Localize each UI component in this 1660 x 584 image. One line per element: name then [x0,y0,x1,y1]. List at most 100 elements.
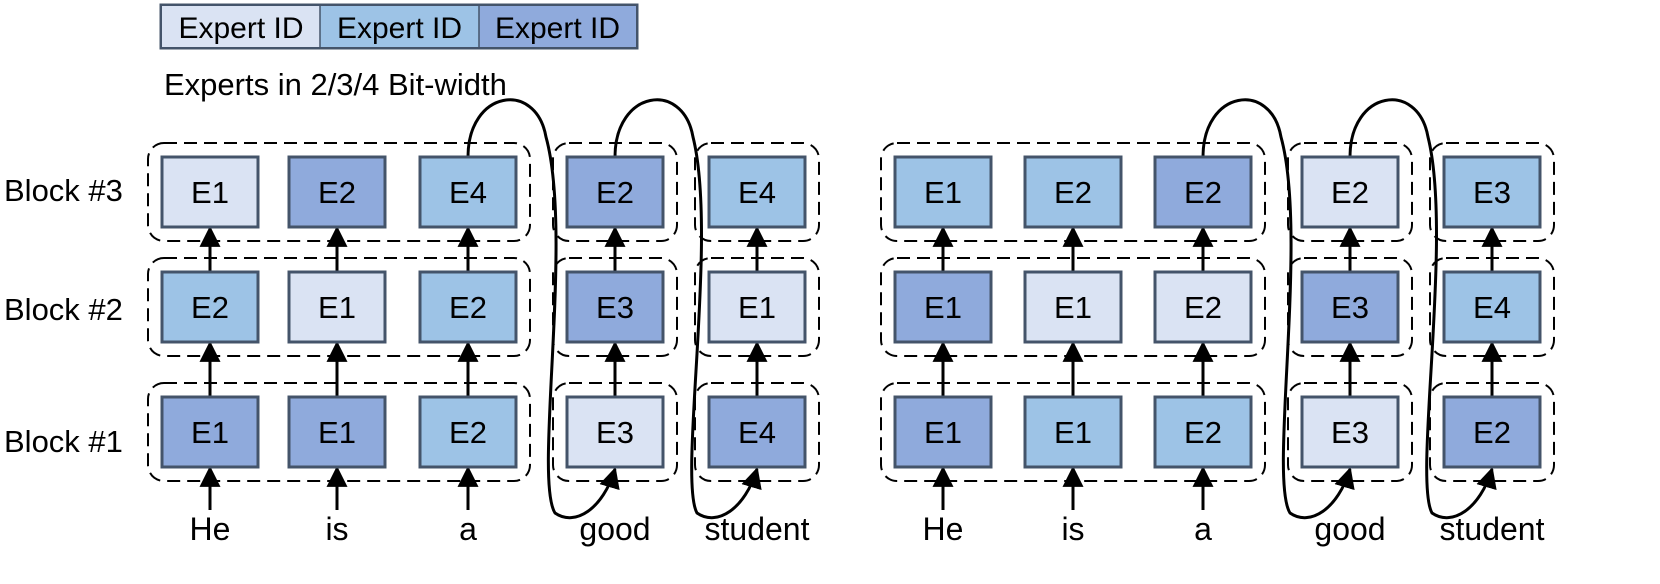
expert-box-bg-2bit [287,270,387,344]
expert-id-label: E2 [1054,175,1092,210]
expert-box-bg-3bit [1023,395,1123,469]
token-word: good [1314,511,1385,547]
token-word: a [1194,511,1212,547]
expert-id-label: E2 [191,290,229,325]
expert-box: E1 [893,270,993,344]
feedback-curve [1348,98,1497,520]
expert-id-label: E3 [596,415,634,450]
legend-frame [159,3,639,50]
expert-box-bg-3bit [1023,155,1123,229]
expert-box-bg-4bit [707,395,807,469]
feedback-curve [613,98,762,520]
expert-box: E2 [1023,155,1123,229]
expert-id-label: E2 [1331,175,1369,210]
expert-box: E2 [1153,155,1253,229]
token-word: good [579,511,650,547]
expert-box-bg-3bit [1153,395,1253,469]
expert-box: E1 [893,395,993,469]
expert-box: E4 [418,155,518,229]
expert-box: E2 [1442,395,1542,469]
expert-box: E4 [707,395,807,469]
expert-box-bg-3bit [418,395,518,469]
expert-box-bg-4bit [893,270,993,344]
expert-box: E2 [1153,270,1253,344]
expert-box-bg-4bit [160,395,260,469]
expert-id-label: E4 [1473,290,1511,325]
expert-box: E1 [707,270,807,344]
expert-box-bg-2bit [160,155,260,229]
block-label-3: Block #3 [4,173,123,208]
expert-box-bg-3bit [160,270,260,344]
expert-id-label: E4 [449,175,487,210]
expert-box-bg-3bit [893,155,993,229]
expert-box: E3 [1300,270,1400,344]
expert-id-label: E3 [596,290,634,325]
expert-id-label: E3 [1331,290,1369,325]
expert-box-bg-2bit [565,395,665,469]
expert-box: E3 [565,395,665,469]
token-word: student [705,511,810,547]
expert-box-bg-4bit [1153,155,1253,229]
expert-box-bg-4bit [893,395,993,469]
expert-box-bg-4bit [287,155,387,229]
expert-id-label: E1 [738,290,776,325]
feedback-curve [466,98,620,520]
expert-box: E2 [287,155,387,229]
expert-id-label: E4 [738,175,776,210]
expert-box: E1 [287,395,387,469]
expert-id-label: E2 [596,175,634,210]
expert-box: E1 [287,270,387,344]
token-word: He [190,511,231,547]
expert-box-bg-3bit [707,155,807,229]
block-3-token-frame [1429,142,1555,242]
expert-box-bg-3bit [418,270,518,344]
legend-item-3bit: Expert ID [320,6,479,47]
token-word: a [459,511,477,547]
expert-id-label: E3 [1473,175,1511,210]
expert-box: E2 [565,155,665,229]
block-3-token-frame [694,142,820,242]
feedback-curve [1201,98,1355,520]
token-word: He [923,511,964,547]
expert-box: E4 [707,155,807,229]
expert-box: E3 [1300,395,1400,469]
expert-id-label: E1 [924,415,962,450]
legend-label-3bit: Expert ID [337,12,462,45]
expert-id-label: E3 [1331,415,1369,450]
expert-box-bg-3bit [418,155,518,229]
expert-id-label: E1 [1054,415,1092,450]
legend-item-4bit: Expert ID [479,6,636,47]
expert-box-bg-4bit [1300,270,1400,344]
expert-box-bg-3bit [1442,155,1542,229]
legend-swatch-3bit [320,6,479,47]
expert-box: E1 [160,395,260,469]
expert-box: E2 [160,270,260,344]
token-word: is [1061,511,1084,547]
expert-id-label: E2 [449,415,487,450]
expert-box-bg-2bit [1153,270,1253,344]
expert-id-label: E1 [924,175,962,210]
expert-box: E1 [893,155,993,229]
expert-box-bg-4bit [565,270,665,344]
expert-box: E3 [565,270,665,344]
expert-box-bg-4bit [1442,395,1542,469]
expert-box-bg-3bit [1442,270,1542,344]
legend-swatch-4bit [479,6,636,47]
expert-id-label: E2 [318,175,356,210]
block-label-2: Block #2 [4,292,123,327]
expert-id-label: E1 [191,175,229,210]
legend-label-2bit: Expert ID [178,12,303,45]
expert-box: E2 [1153,395,1253,469]
expert-box-bg-2bit [1300,155,1400,229]
expert-box: E2 [418,395,518,469]
token-word: is [325,511,348,547]
expert-id-label: E2 [1184,175,1222,210]
expert-id-label: E1 [924,290,962,325]
expert-box-bg-2bit [1300,395,1400,469]
expert-box: E2 [1300,155,1400,229]
legend-swatch-2bit [162,6,320,47]
